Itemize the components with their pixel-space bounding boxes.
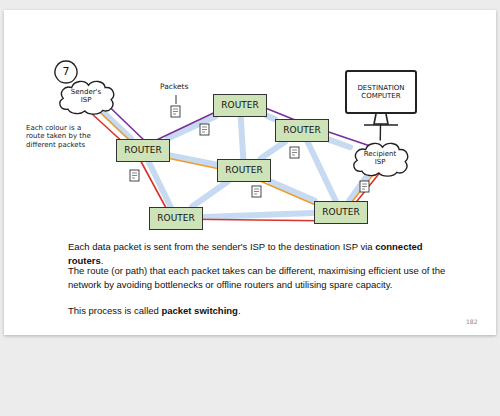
body-text: The route (or path) that each packet tak… [68, 265, 445, 290]
note-text: Each colour is a route taken by the diff… [26, 124, 100, 149]
network-link [192, 182, 227, 207]
leader-line [176, 95, 177, 104]
router-box: ROUTER [275, 119, 329, 142]
body-text: . [101, 255, 104, 266]
body-paragraph: Each data packet is sent from the sender… [68, 240, 450, 268]
node-text: Recipient ISP [361, 150, 399, 166]
network-link [271, 182, 315, 201]
isp-cloud: Recipient ISP [350, 140, 410, 176]
callout-number: 7 [54, 60, 78, 84]
network-link [168, 117, 215, 139]
body-paragraph: The route (or path) that each packet tak… [68, 264, 450, 292]
node-text: ROUTER [225, 165, 262, 175]
network-link [329, 140, 350, 148]
network-link [261, 142, 286, 159]
page-number: 182 [466, 318, 490, 325]
monitor-stand [364, 114, 398, 125]
body-text: Each data packet is sent from the sender… [68, 241, 373, 252]
bold-term: packet switching [161, 305, 238, 316]
node-text: DESTINATION COMPUTER [352, 84, 410, 100]
node-text: ROUTER [124, 145, 161, 155]
router-box: ROUTER [116, 139, 170, 162]
node-text: ROUTER [157, 213, 194, 223]
body-paragraph: This process is calledpacket switching. [68, 304, 450, 318]
network-link [105, 114, 131, 139]
orange-route [86, 99, 383, 216]
router-box: ROUTER [149, 207, 203, 230]
node-text: ROUTER [283, 125, 320, 135]
node-text: 7 [63, 66, 70, 79]
network-link [241, 117, 244, 159]
computer-screen: DESTINATION COMPUTER [345, 70, 417, 114]
body-text: . [238, 305, 241, 316]
body-text: This process is called [68, 305, 159, 316]
node-text: Sender's ISP [67, 88, 105, 104]
router-box: ROUTER [213, 94, 267, 117]
isp-cloud: Sender's ISP [56, 78, 116, 114]
router-box: ROUTER [217, 159, 271, 182]
node-text: ROUTER [322, 207, 359, 217]
network-link [307, 142, 335, 201]
network-link [203, 213, 314, 217]
network-link [149, 162, 171, 207]
callout-label: Packets [160, 82, 220, 91]
network-link [267, 116, 275, 119]
router-box: ROUTER [314, 201, 368, 224]
node-text: ROUTER [221, 100, 258, 110]
